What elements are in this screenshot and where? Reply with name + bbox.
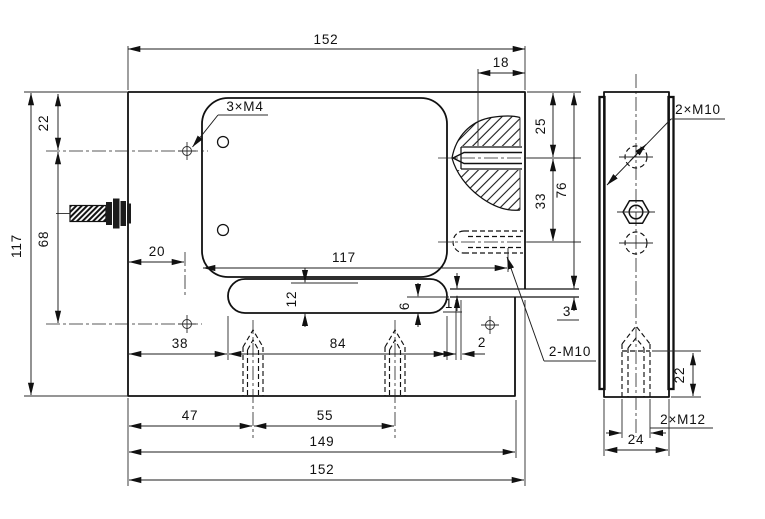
- dim-top-width: 152: [314, 32, 339, 47]
- dim-thread-offset-top: 25: [533, 118, 548, 135]
- m4-hole-3: [481, 316, 499, 334]
- front-view: 152 18 25 33 76 3 117 22 68 20 117: [9, 32, 596, 486]
- dim-base-width: 149: [310, 434, 335, 449]
- dim-overall-height: 117: [9, 234, 24, 258]
- dim-stud-spacing: 55: [317, 408, 334, 423]
- dim-slot-height: 12: [284, 291, 299, 308]
- side-leaders: 2×M10 2×M12: [606, 102, 725, 429]
- body-outline-left-bottom: [127, 92, 516, 397]
- dim-mount-left: 20: [149, 244, 166, 259]
- body-outline-top-right: [128, 91, 526, 289]
- side-extension-lines: [603, 350, 701, 456]
- hidden-m12-hole-left: [242, 328, 264, 396]
- hidden-m10-hole: [452, 230, 523, 254]
- dim-mount-top: 22: [36, 115, 51, 132]
- dim-tab-step: 2: [478, 335, 486, 350]
- label-side-bottom-thread: 2×M12: [660, 412, 706, 427]
- dim-cover-width: 117: [332, 250, 356, 265]
- label-cover-thread: 3×M4: [226, 99, 263, 114]
- dim-right-height: 76: [554, 182, 569, 199]
- tab-edge-lines: [450, 288, 579, 298]
- slot: [227, 278, 448, 314]
- dim-side-width: 24: [628, 432, 645, 447]
- dim-mount-spacing: 68: [36, 231, 51, 248]
- hex-nut: [617, 200, 655, 224]
- dim-slot-offset: 38: [172, 336, 189, 351]
- cover-hole-bottom: [216, 223, 230, 237]
- dim-thread-depth: 22: [672, 367, 687, 384]
- dim-bottom-width: 152: [310, 462, 335, 477]
- hidden-m12-hole-right: [384, 328, 406, 396]
- front-dimensions: 152 18 25 33 76 3 117 22 68 20 117: [9, 32, 579, 484]
- side-view: 22 24 2×M10 2×M12: [598, 74, 725, 456]
- thread-bore: [452, 151, 522, 165]
- cable-gland: [56, 198, 131, 229]
- dim-tab-thickness: 3: [563, 304, 571, 319]
- dim-lip-step: 1: [445, 296, 453, 311]
- section-detail: [451, 115, 522, 211]
- cover-hole-top: [216, 135, 230, 149]
- label-side-top-thread: 2×M10: [675, 102, 721, 117]
- side-plate-left: [598, 95, 606, 391]
- extension-lines: [24, 46, 581, 486]
- centerlines: [46, 150, 548, 438]
- dim-slot-length: 84: [330, 336, 347, 351]
- hidden-m12-hole-side: [621, 325, 651, 397]
- side-dimensions: 22 24: [604, 352, 697, 454]
- dim-plug-offset: 18: [493, 55, 510, 70]
- dim-lip-gap: 6: [397, 302, 412, 310]
- m4-hole-1: [178, 142, 196, 160]
- side-plate-right: [667, 95, 675, 391]
- front-leaders: 3×M4 2-M10: [192, 99, 596, 362]
- label-load-thread: 2-M10: [549, 344, 591, 359]
- dim-thread-spacing: 33: [533, 193, 548, 210]
- cover-plate: [201, 97, 448, 278]
- dim-stud-offset: 47: [182, 408, 199, 423]
- m4-hole-2: [178, 315, 196, 333]
